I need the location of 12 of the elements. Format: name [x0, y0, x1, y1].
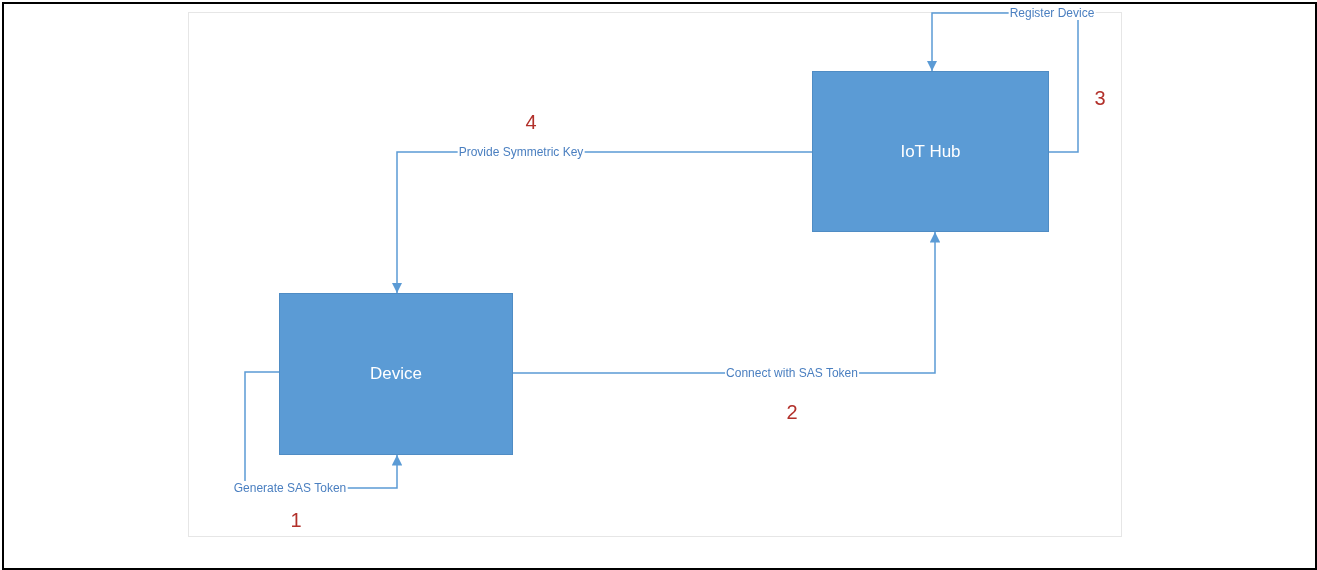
step-number: 1	[290, 508, 302, 532]
edge-label: Provide Symmetric Key	[457, 145, 585, 159]
step-number: 2	[786, 400, 798, 424]
box-label: IoT Hub	[900, 141, 961, 162]
step-number: 3	[1094, 86, 1106, 110]
process-box	[279, 293, 513, 455]
edge-label: Connect with SAS Token	[725, 366, 859, 380]
edge-label: Register Device	[1008, 6, 1096, 20]
process-box	[812, 71, 1049, 232]
edge-label: Generate SAS Token	[232, 481, 348, 495]
box-label: Device	[370, 364, 422, 384]
step-number: 4	[525, 110, 537, 134]
